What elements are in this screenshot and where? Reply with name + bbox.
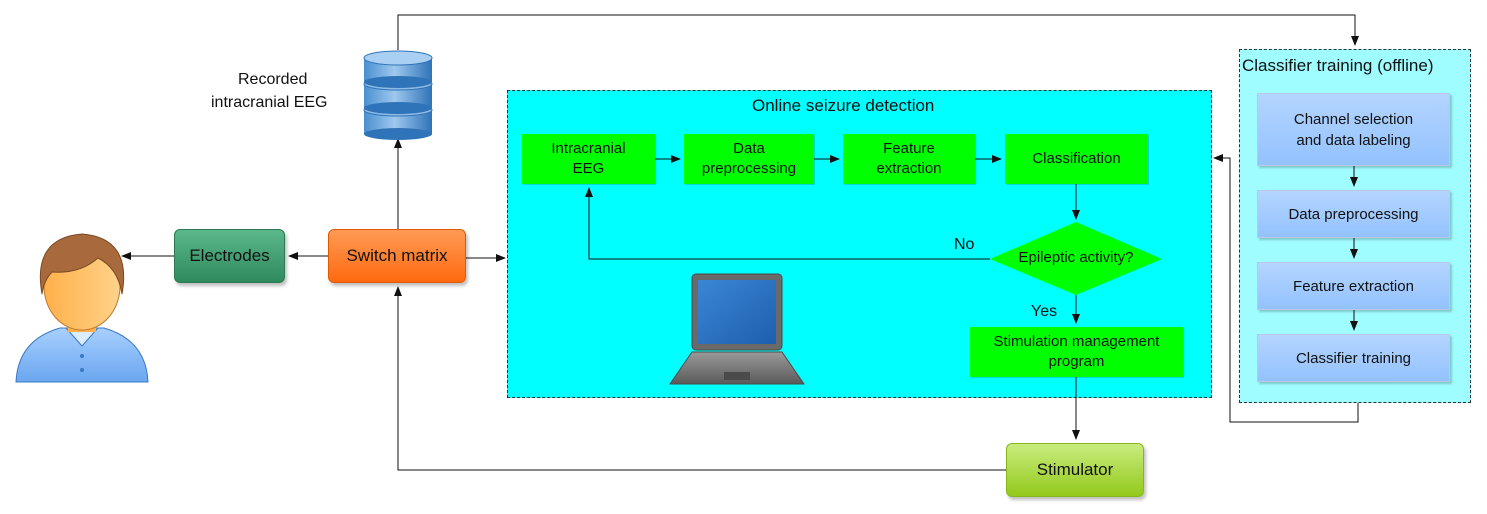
stimulator-box: Stimulator [1006,443,1144,497]
user-icon [15,233,149,383]
database-icon [363,50,433,140]
step-preprocessing-line1: Data [733,140,765,157]
decision-diamond [990,222,1162,295]
step-stimulation-management: Stimulation management program [970,327,1183,377]
no-branch-label: No [954,236,975,253]
laptop-icon [669,273,805,385]
stimulator-label: Stimulator [1036,460,1114,479]
database-label-line2: intracranial EEG [211,94,328,111]
step-features-line1: Feature [883,140,935,157]
switch-matrix-box: Switch matrix [328,229,466,283]
step-training-label: Classifier training [1295,349,1412,367]
switch-matrix-label: Switch matrix [346,246,448,265]
step-offline-preprocessing-label: Data preprocessing [1288,205,1419,223]
electrodes-label: Electrodes [189,246,270,265]
step-channel-line1: Channel selection [1293,110,1414,128]
step-offline-features-label: Feature extraction [1293,277,1414,295]
step-data-preprocessing: Data preprocessing [684,134,814,184]
step-stimulation-line2: program [1048,353,1105,370]
offline-panel-title: Classifier training (offline) [1242,56,1434,75]
step-classification-label: Classification [1032,150,1121,167]
yes-branch-label: Yes [1031,303,1058,320]
step-channel-line2: and data labeling [1296,131,1411,149]
step-offline-preprocessing: Data preprocessing [1257,190,1450,238]
electrodes-box: Electrodes [174,229,285,283]
step-channel-selection: Channel selection and data labeling [1257,93,1450,166]
step-preprocessing-line2: preprocessing [701,160,797,177]
step-offline-feature-extraction: Feature extraction [1257,262,1450,310]
step-eeg-line2: EEG [572,160,605,177]
decision-label: Epileptic activity? [1018,249,1134,266]
step-features-line2: extraction [876,160,942,177]
step-stimulation-line1: Stimulation management [993,333,1160,350]
step-feature-extraction: Feature extraction [843,134,975,184]
step-classification: Classification [1005,134,1148,184]
step-classifier-training: Classifier training [1257,334,1450,382]
online-panel-title: Online seizure detection [752,96,935,115]
step-eeg-line1: Intracranial [551,140,626,157]
database-label-line1: Recorded [238,71,308,88]
